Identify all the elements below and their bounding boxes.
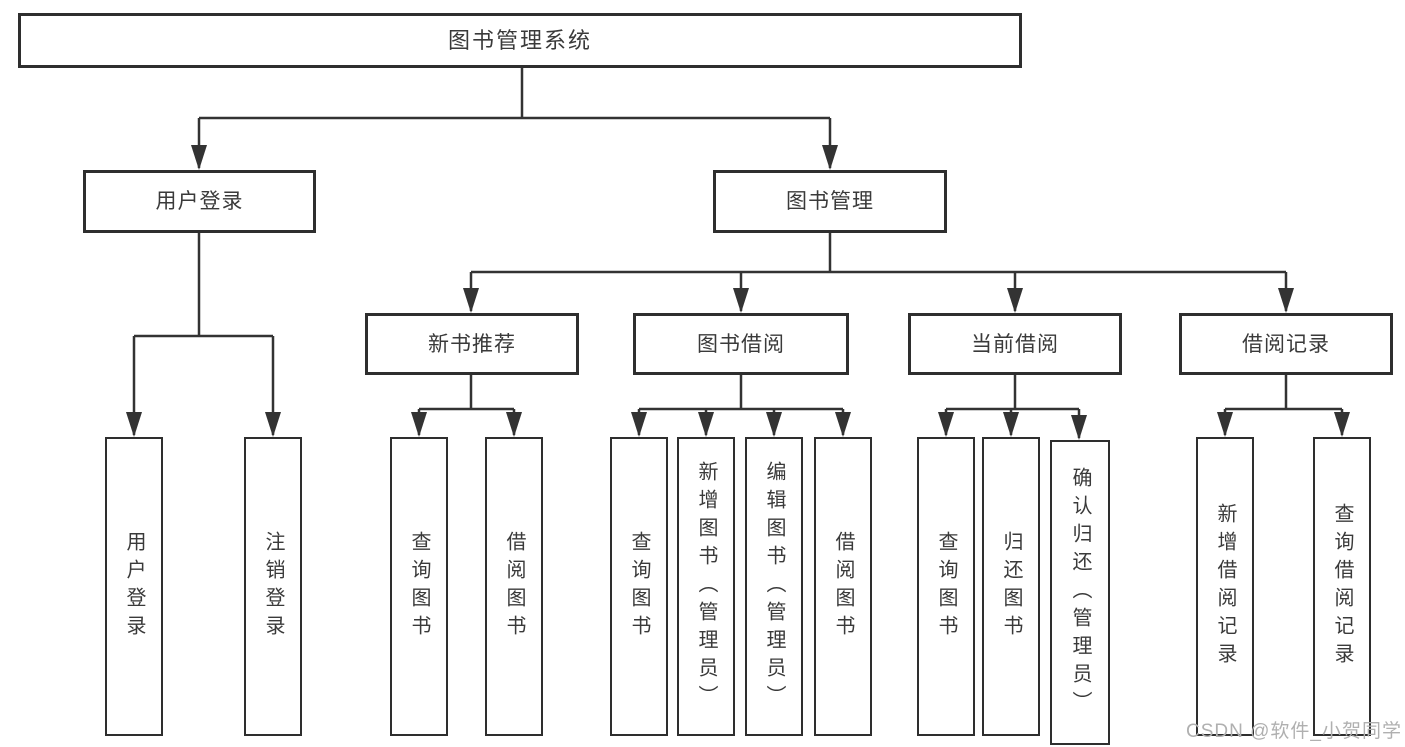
node-label: 借阅记录 — [1242, 332, 1330, 356]
node-root-system: 图书管理系统 — [18, 13, 1022, 68]
arrowhead-icon — [463, 288, 479, 313]
leaf-label: 查询图书 — [628, 530, 650, 643]
leaf-borrow-books-recommend: 借阅图书 — [485, 437, 543, 736]
leaf-label: 新增借阅记录 — [1214, 502, 1236, 671]
arrowhead-icon — [938, 412, 954, 437]
arrowhead-icon — [191, 145, 207, 170]
connector-borrow-records-group — [1223, 375, 1344, 435]
leaf-label: 查询图书 — [935, 530, 957, 643]
leaf-label: 用户登录 — [123, 530, 145, 643]
leaf-label: 查询图书 — [408, 530, 430, 643]
arrowhead-icon — [411, 412, 427, 437]
leaf-add-book-admin: 新增图书（管理员） — [677, 437, 735, 736]
arrowhead-icon — [506, 412, 522, 437]
leaf-label: 查询借阅记录 — [1331, 502, 1353, 671]
node-label: 图书管理系统 — [447, 27, 592, 53]
connector-book-borrow-group — [637, 375, 845, 435]
node-current-borrow: 当前借阅 — [908, 313, 1122, 375]
leaf-label: 确认归还（管理员） — [1069, 466, 1091, 719]
node-new-book-recommend: 新书推荐 — [365, 313, 579, 375]
connector-book-mgmt-to-level3 — [469, 233, 1288, 311]
leaf-add-borrow-record: 新增借阅记录 — [1196, 437, 1254, 736]
arrowhead-icon — [733, 288, 749, 313]
connector-current-borrow-group — [944, 375, 1081, 438]
node-label: 用户登录 — [155, 190, 244, 213]
leaf-edit-book-admin: 编辑图书（管理员） — [745, 437, 803, 736]
node-label: 新书推荐 — [428, 332, 516, 356]
leaf-query-books-recommend: 查询图书 — [390, 437, 448, 736]
leaf-label: 借阅图书 — [503, 530, 525, 643]
leaf-query-books-borrow: 查询图书 — [610, 437, 668, 736]
leaf-confirm-return-admin: 确认归还（管理员） — [1050, 440, 1110, 745]
leaf-logout: 注销登录 — [244, 437, 302, 736]
arrowhead-icon — [1334, 412, 1350, 437]
connector-root-to-level2 — [197, 68, 832, 168]
leaf-return-book: 归还图书 — [982, 437, 1040, 736]
node-book-management: 图书管理 — [713, 170, 947, 233]
leaf-label: 归还图书 — [1000, 530, 1022, 643]
arrowhead-icon — [766, 412, 782, 437]
leaf-user-login: 用户登录 — [105, 437, 163, 736]
node-book-borrow: 图书借阅 — [633, 313, 849, 375]
arrowhead-icon — [822, 145, 838, 170]
arrowhead-icon — [265, 412, 281, 437]
arrowhead-icon — [1217, 412, 1233, 437]
node-user-login: 用户登录 — [83, 170, 316, 233]
node-label: 图书管理 — [786, 190, 874, 213]
node-label: 图书借阅 — [697, 332, 785, 356]
arrowhead-icon — [698, 412, 714, 437]
leaf-query-borrow-record: 查询借阅记录 — [1313, 437, 1371, 736]
arrowhead-icon — [631, 412, 647, 437]
leaf-label: 借阅图书 — [832, 530, 854, 643]
arrowhead-icon — [1007, 288, 1023, 313]
arrowhead-icon — [1071, 415, 1087, 440]
leaf-query-books-current: 查询图书 — [917, 437, 975, 736]
leaf-label: 编辑图书（管理员） — [763, 460, 785, 713]
arrowhead-icon — [1003, 412, 1019, 437]
node-label: 当前借阅 — [971, 332, 1059, 356]
arrowhead-icon — [126, 412, 142, 437]
connector-new-book-group — [417, 375, 516, 435]
node-borrow-records: 借阅记录 — [1179, 313, 1393, 375]
csdn-watermark: CSDN @软件_小贺同学 — [1186, 721, 1402, 742]
connector-user-login-group — [132, 233, 275, 435]
leaf-label: 新增图书（管理员） — [695, 460, 717, 713]
arrowhead-icon — [1278, 288, 1294, 313]
arrowhead-icon — [835, 412, 851, 437]
leaf-label: 注销登录 — [262, 530, 284, 643]
leaf-borrow-books: 借阅图书 — [814, 437, 872, 736]
